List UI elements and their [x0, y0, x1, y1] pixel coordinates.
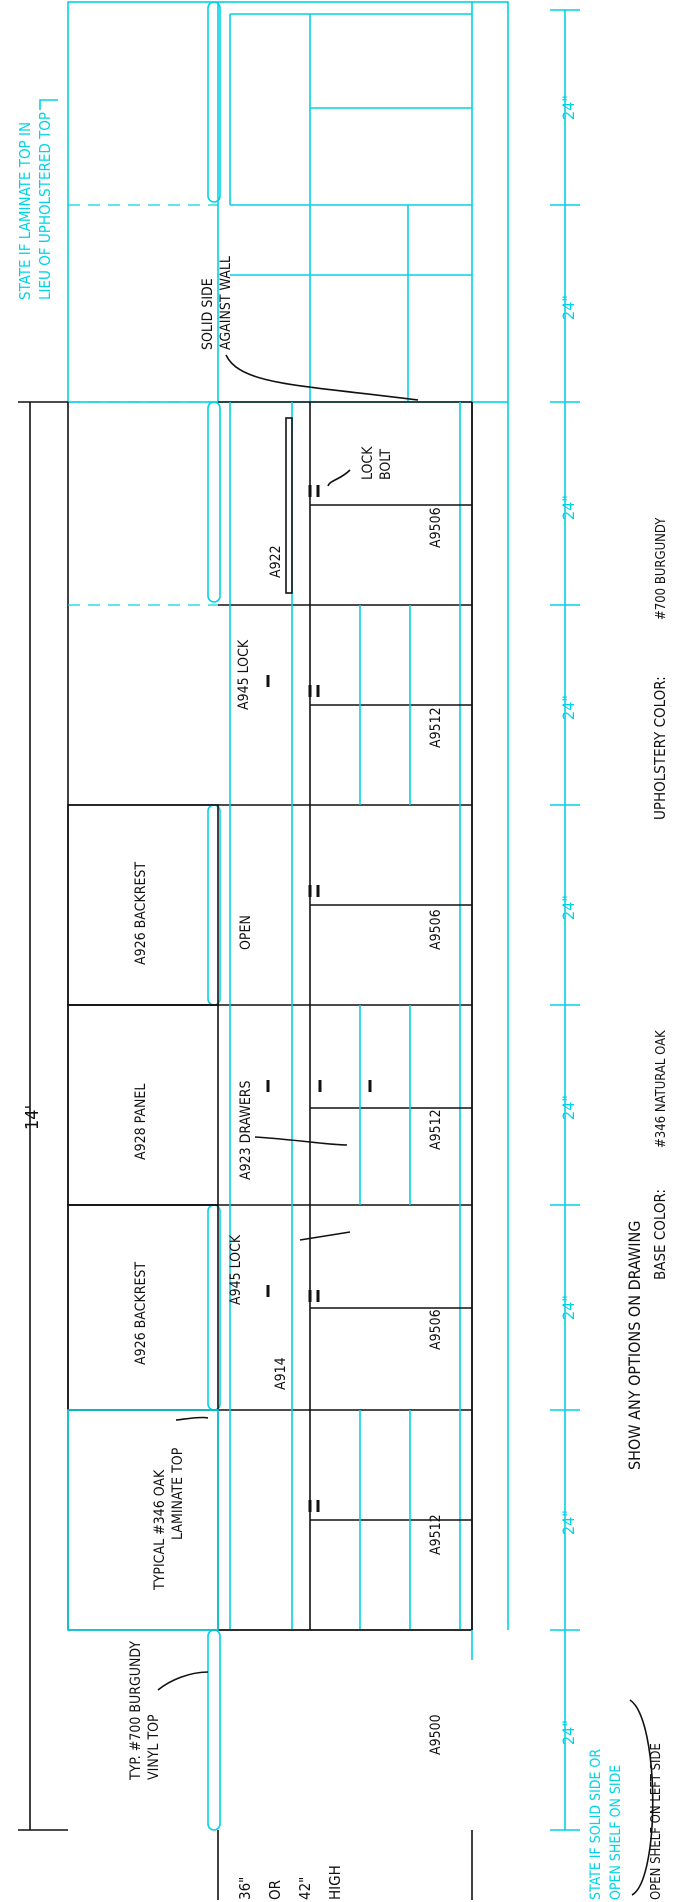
dim-24-7: 24" — [559, 1295, 578, 1320]
lock-bolt-line-1: LOCK — [360, 446, 376, 480]
overall-dimension: 14' — [18, 401, 68, 1831]
base-color-value: #346 NATURAL OAK — [654, 1030, 669, 1148]
solid-side-line-1: SOLID SIDE — [200, 278, 216, 350]
upper-extension-section — [67, 1, 509, 403]
show-options-note: SHOW ANY OPTIONS ON DRAWING — [625, 1221, 644, 1470]
height-or: OR — [266, 1880, 284, 1900]
dim-24-8: 24" — [559, 1510, 578, 1535]
upholstery-value: #700 BURGUNDY — [654, 517, 669, 620]
height-36: 36" — [236, 1877, 254, 1900]
label-a923-drawers: A923 DRAWERS — [238, 1080, 254, 1180]
label-a922: A922 — [268, 545, 284, 578]
module-labels: A922 A945 LOCK A926 BACKREST OPEN A928 P… — [128, 446, 394, 1781]
base-model-labels: A9506 A9512 A9506 A9512 A9506 A9512 A950… — [428, 507, 444, 1755]
laminate-note-line-2: LIEU OF UPHOLSTERED TOP — [36, 112, 54, 300]
solid-side-line-2: AGAINST WALL — [218, 256, 234, 350]
height-42: 42" — [296, 1877, 314, 1900]
base-label-1: A9506 — [428, 507, 444, 548]
laminate-top-note: STATE IF LAMINATE TOP IN LIEU OF UPHOLST… — [16, 99, 58, 300]
solid-side-note: SOLID SIDE AGAINST WALL — [200, 256, 419, 401]
dim-24-5: 24" — [559, 895, 578, 920]
left-end-cabinet — [67, 1409, 219, 1631]
label-a914: A914 — [273, 1357, 289, 1390]
base-color-label: BASE COLOR: — [651, 1189, 669, 1280]
label-a945-lock-bottom: A945 LOCK — [228, 1234, 244, 1305]
dim-24-1: 24" — [559, 95, 578, 120]
dim-24-6: 24" — [559, 1095, 578, 1120]
dim-24-3: 24" — [559, 495, 578, 520]
dim-24-2: 24" — [559, 295, 578, 320]
label-a926-bottom: A926 BACKREST — [133, 1262, 149, 1365]
laminate-note-line-1: STATE IF LAMINATE TOP IN — [16, 122, 34, 300]
vinyl-top-line-1: TYP. #700 BURGUNDY — [128, 1641, 144, 1781]
open-shelf-note: OPEN SHELF ON LEFT SIDE — [649, 1743, 664, 1900]
base-label-6: A9512 — [428, 1514, 444, 1555]
lock-bolt-line-2: BOLT — [378, 449, 394, 480]
vinyl-top-line-2: VINYL TOP — [146, 1714, 162, 1780]
side-note: STATE IF SOLID SIDE OR OPEN SHELF ON SID… — [588, 1699, 664, 1900]
label-open: OPEN — [238, 915, 254, 950]
base-label-5: A9506 — [428, 1309, 444, 1350]
base-label-3: A9506 — [428, 909, 444, 950]
upholstery-label: UPHOLSTERY COLOR: — [651, 676, 669, 820]
laminate-top-line-2: LAMINATE TOP — [170, 1447, 186, 1540]
dim-24-9: 24" — [559, 1720, 578, 1745]
laminate-top-line-1: TYPICAL #346 OAK — [152, 1469, 168, 1591]
label-a945-lock-top: A945 LOCK — [236, 639, 252, 710]
overall-dim-label: 14' — [22, 1105, 43, 1130]
side-note-line-2: OPEN SHELF ON SIDE — [608, 1765, 624, 1900]
height-callout: 36" OR 42" HIGH — [217, 1830, 473, 1900]
base-label-7: A9500 — [428, 1714, 444, 1755]
label-a926-top: A926 BACKREST — [133, 862, 149, 965]
height-high: HIGH — [326, 1865, 344, 1900]
side-note-line-1: STATE IF SOLID SIDE OR — [588, 1749, 604, 1900]
dim-24-4: 24" — [559, 695, 578, 720]
label-a928-panel: A928 PANEL — [133, 1084, 149, 1160]
base-label-2: A9512 — [428, 707, 444, 748]
bottom-notes: SHOW ANY OPTIONS ON DRAWING BASE COLOR: … — [625, 517, 669, 1470]
base-label-4: A9512 — [428, 1109, 444, 1150]
dimension-chain-24: 24" 24" 24" 24" 24" 24" 24" 24" 24" — [550, 9, 580, 1831]
